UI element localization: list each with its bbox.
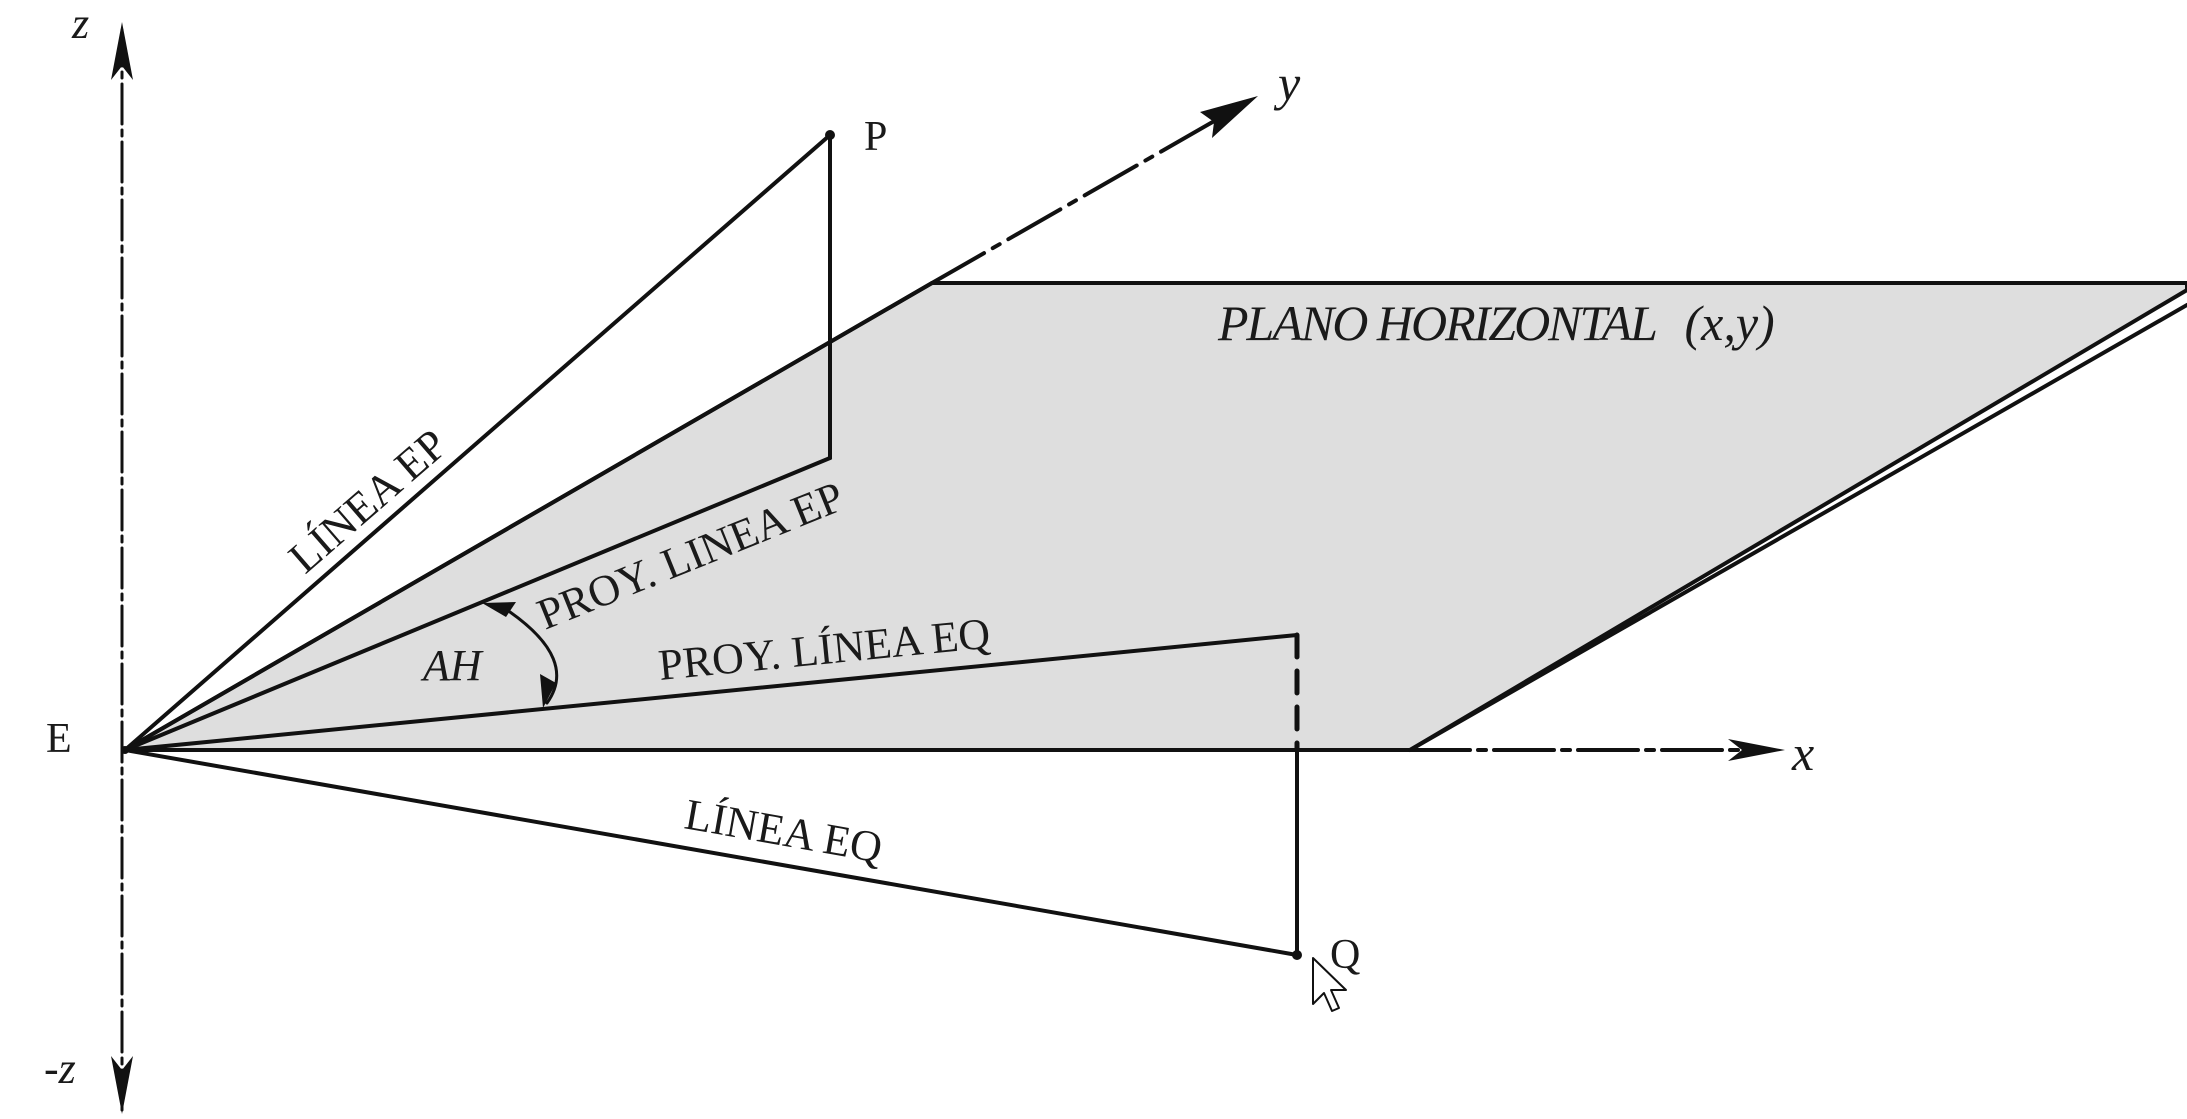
label-angle-ah: AH <box>420 641 484 690</box>
proj-line-ep <box>123 456 832 752</box>
point-label-e: E <box>46 716 72 762</box>
point-q-dot <box>1292 950 1302 960</box>
z-axis-arrow-down <box>111 1056 133 1114</box>
line-eq <box>123 748 1299 957</box>
plane-right-edge <box>1408 303 2187 752</box>
point-label-q: Q <box>1330 932 1360 978</box>
point-p-dot <box>825 130 835 140</box>
axis-label-neg-z: -z <box>44 1044 76 1093</box>
label-line-ep: LÍNEA EP <box>279 420 456 583</box>
point-label-p: P <box>864 114 887 160</box>
axis-label-z: z <box>71 0 89 48</box>
plane-label-coords: (x,y) <box>1684 295 1774 351</box>
angle-arrow-top <box>482 602 516 617</box>
x-axis-arrow <box>1728 739 1785 761</box>
proj-line-eq <box>123 633 1299 752</box>
axis-label-x: x <box>1791 725 1814 781</box>
z-axis-arrow-up <box>111 22 133 80</box>
point-e-dot <box>121 746 129 754</box>
plane-label-text: PLANO HORIZONTAL <box>1217 295 1656 351</box>
line-ep <box>123 133 832 752</box>
angle-arc <box>508 610 559 705</box>
y-axis-arrow <box>1200 96 1258 138</box>
label-line-eq: LÍNEA EQ <box>681 790 886 873</box>
axis-label-y: y <box>1273 55 1301 111</box>
plane-label: PLANO HORIZONTAL (x,y) <box>1217 295 1775 351</box>
mouse-pointer-icon <box>1312 957 1347 1012</box>
y-axis-dashed <box>930 110 1232 285</box>
angle-arrow-bottom <box>540 674 556 708</box>
plane-left-edge <box>123 281 934 752</box>
